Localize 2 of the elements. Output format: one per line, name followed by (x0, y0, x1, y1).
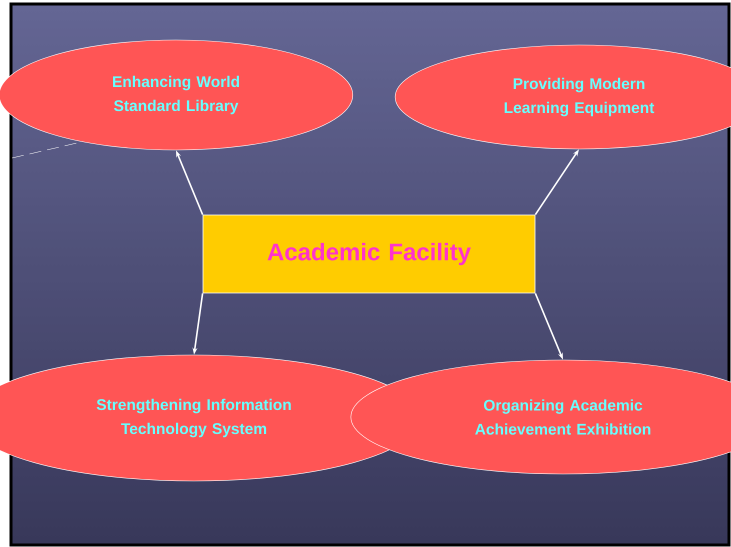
node-label: Organizing Academic Achievement Exhibition (475, 399, 650, 435)
title-box: Academic Facility (202, 214, 536, 294)
